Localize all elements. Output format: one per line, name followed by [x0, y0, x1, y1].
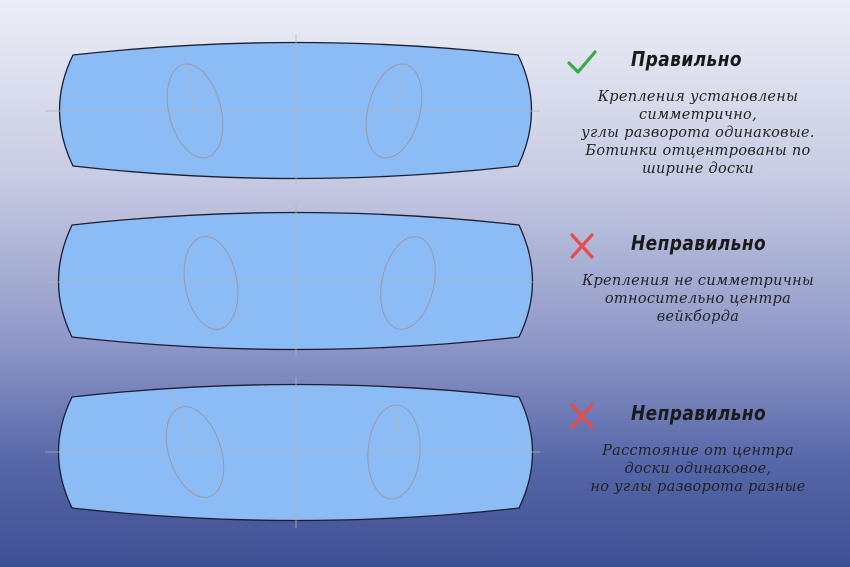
board-wrong-offset: [45, 205, 540, 355]
panel-heading: Неправильно: [548, 228, 848, 264]
check-icon: [567, 50, 597, 74]
description-line: вейкборда: [656, 309, 740, 325]
binding-left: [166, 63, 224, 159]
panel-heading: Правильно: [548, 44, 848, 80]
board-outline: [58, 41, 533, 180]
angle-line-left: [183, 56, 196, 112]
description-line: Расстояние от центра: [602, 443, 794, 459]
panel-description: Крепления установлены симметрично, углы …: [548, 88, 848, 178]
description-line: Крепления не симметричны: [581, 273, 815, 289]
description-line: относительно центра: [604, 291, 792, 307]
board-outline: [57, 211, 534, 351]
binding-right: [380, 236, 436, 330]
angle-line-right: [394, 54, 410, 112]
description-line: Крепления установлены: [597, 89, 799, 105]
panel-title: Неправильно: [631, 401, 767, 425]
angle-line-left: [169, 392, 196, 453]
panel-title: Неправильно: [631, 231, 767, 255]
description-line: углы разворота одинаковые.: [581, 125, 815, 141]
description-line: доски одинаковое,: [624, 461, 772, 477]
board-wrong-angles: [45, 377, 540, 528]
panel-description: Крепления не симметричны относительно це…: [548, 272, 848, 326]
panel-correct: Правильно Крепления установлены симметри…: [548, 44, 848, 178]
panel-title: Правильно: [631, 47, 742, 71]
description-line: Ботинки отцентрованы по: [585, 143, 811, 159]
angle-line-right: [394, 392, 399, 453]
description-line: симметрично,: [639, 107, 757, 123]
binding-left: [183, 235, 239, 331]
cross-icon: [570, 403, 594, 429]
panel-heading: Неправильно: [548, 398, 848, 434]
description-line: ширине доски: [641, 161, 755, 177]
board-outline: [57, 383, 534, 522]
panel-wrong-offset: Неправильно Крепления не симметричны отн…: [548, 228, 848, 326]
panel-description: Расстояние от центра доски одинаковое, н…: [548, 442, 848, 496]
cross-icon: [570, 233, 594, 259]
binding-right: [365, 63, 423, 159]
binding-left: [165, 406, 225, 498]
panel-wrong-angles: Неправильно Расстояние от центра доски о…: [548, 398, 848, 496]
description-line: но углы разворота разные: [590, 479, 806, 495]
board-correct: [45, 35, 540, 185]
